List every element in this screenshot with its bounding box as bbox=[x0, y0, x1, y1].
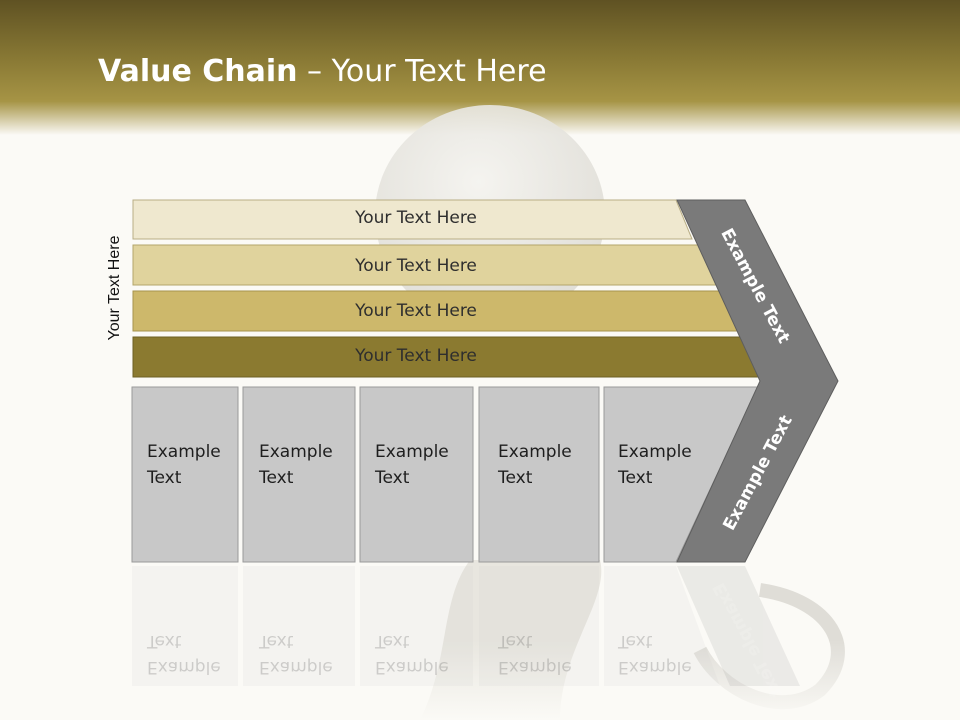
box-1-reflection: Example Text bbox=[147, 628, 247, 680]
box-2-line2: Text bbox=[259, 468, 294, 488]
box-5-line1: Example bbox=[618, 442, 692, 462]
slide-title: Value Chain – Your Text Here bbox=[98, 54, 547, 89]
box-5-refl-line2: Text bbox=[618, 631, 653, 651]
box-4-refl-line2: Text bbox=[498, 631, 533, 651]
box-2-reflection: Example Text bbox=[259, 628, 359, 680]
title-rest: – Your Text Here bbox=[297, 54, 547, 89]
band-2-label: Your Text Here bbox=[355, 256, 477, 276]
box-5-reflection: Example Text bbox=[618, 628, 718, 680]
box-1-line1: Example bbox=[147, 442, 221, 462]
box-4-line2: Text bbox=[498, 468, 533, 488]
box-3-line2: Text bbox=[375, 468, 410, 488]
box-2-line1: Example bbox=[259, 442, 333, 462]
box-5-line2: Text bbox=[618, 468, 653, 488]
box-4-refl-line1: Example bbox=[498, 657, 572, 677]
activity-box-4 bbox=[478, 386, 600, 563]
box-4-line1: Example bbox=[498, 442, 572, 462]
chevron-arrow bbox=[676, 199, 839, 563]
box-1-line2: Text bbox=[147, 468, 182, 488]
box-2-refl-line2: Text bbox=[259, 631, 294, 651]
box-3-line1: Example bbox=[375, 442, 449, 462]
box-3-refl-line2: Text bbox=[375, 631, 410, 651]
band-1 bbox=[132, 199, 693, 240]
box-1-refl-line2: Text bbox=[147, 631, 182, 651]
title-bold: Value Chain bbox=[98, 54, 298, 89]
activity-box-1 bbox=[131, 386, 239, 563]
side-label: Your Text Here bbox=[106, 235, 123, 341]
box-3-refl-line1: Example bbox=[375, 657, 449, 677]
band-3-label: Your Text Here bbox=[355, 301, 477, 321]
activity-box-5 bbox=[603, 386, 759, 563]
box-5-refl-line1: Example bbox=[618, 657, 692, 677]
band-4-label: Your Text Here bbox=[355, 346, 477, 366]
band-1-label: Your Text Here bbox=[355, 208, 477, 228]
box-2-refl-line1: Example bbox=[259, 657, 333, 677]
diagram-reflection bbox=[132, 566, 800, 686]
activity-box-2 bbox=[242, 386, 356, 563]
box-4-reflection: Example Text bbox=[498, 628, 598, 680]
activity-box-3 bbox=[359, 386, 474, 563]
box-1-refl-line1: Example bbox=[147, 657, 221, 677]
box-3-reflection: Example Text bbox=[375, 628, 475, 680]
